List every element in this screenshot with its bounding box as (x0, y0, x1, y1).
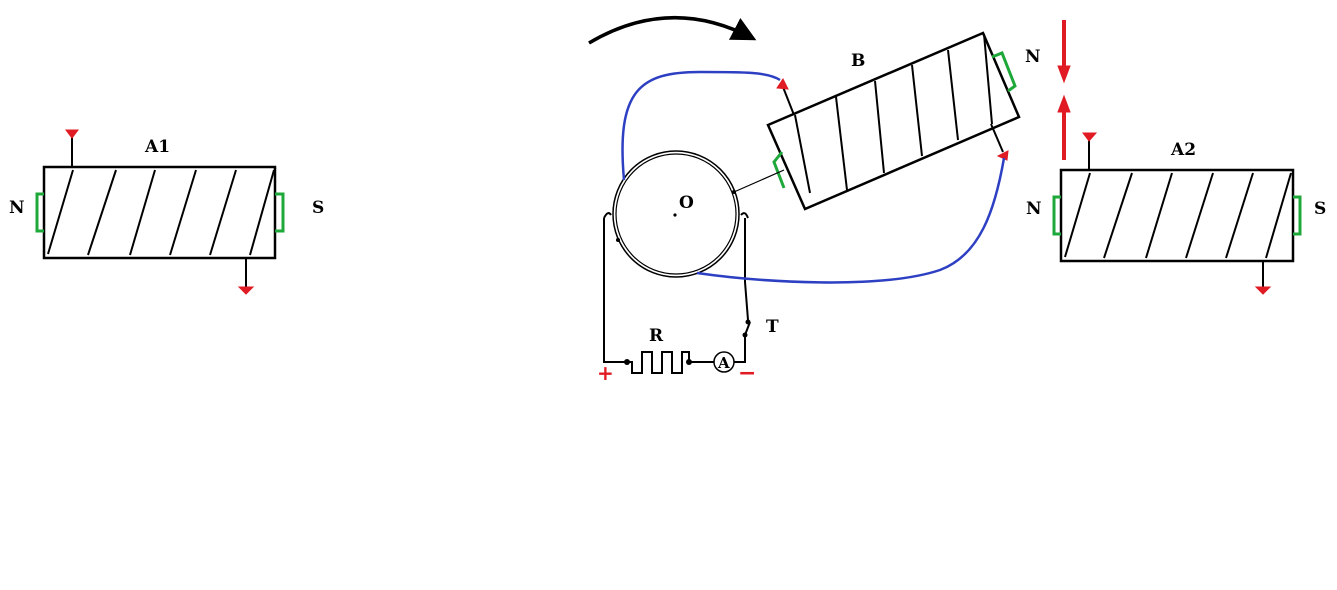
left-brush (603, 212, 612, 219)
ammeter: A (713, 351, 735, 373)
coil-a1-input-arrow-icon (65, 129, 79, 139)
coil-a2-output-arrow-icon (1254, 286, 1272, 295)
coil-a2-right-pole-label: S (1314, 199, 1326, 219)
plus-terminal: + (597, 361, 614, 385)
coil-b-return-arrow-icon (996, 150, 1009, 161)
coil-b-windings (794, 33, 993, 194)
coil-b-lead-arrow-icon (776, 78, 789, 90)
coil-a1-right-pole-plate (275, 192, 285, 233)
force-up-arrow-icon (1057, 94, 1071, 113)
resistor-symbol (627, 351, 690, 374)
center-label: O (679, 193, 694, 213)
resistor-label: R (649, 326, 664, 346)
coil-a2-input-arrow-icon (1082, 132, 1098, 142)
rotation-arrow-icon (588, 16, 757, 45)
circuit (603, 218, 751, 374)
coil-a1-output-arrow-icon (237, 286, 255, 295)
coil-a2: A2 N S (1026, 132, 1326, 295)
ammeter-label: A (717, 354, 730, 372)
blue-wire-top (621, 70, 781, 181)
force-down-arrow-icon (1057, 65, 1071, 84)
coil-a1-right-pole-label: S (312, 198, 324, 218)
force-arrows (1057, 20, 1071, 160)
coil-a1: A1 N S (9, 129, 324, 295)
minus-terminal: − (738, 361, 756, 386)
switch-label: T (766, 317, 779, 337)
coil-b-rod (733, 169, 785, 193)
coil-a2-left-pole-label: N (1026, 199, 1042, 219)
coil-a1-windings (47, 169, 275, 256)
coil-b-inner-pole-plate (772, 151, 786, 189)
coil-b: B N (733, 31, 1041, 211)
coil-a2-windings (1064, 172, 1292, 259)
coil-a1-left-pole-plate (35, 192, 44, 233)
coil-a2-right-pole-plate (1293, 195, 1302, 236)
coil-a2-left-pole-plate (1052, 195, 1061, 236)
rotor-disc: O (603, 150, 749, 278)
coil-b-label: B (851, 51, 865, 71)
right-brush (740, 212, 749, 219)
coil-a2-label: A2 (1170, 140, 1196, 160)
coil-b-outer-pole-plate (991, 51, 1017, 93)
coil-b-pole-label: N (1025, 47, 1041, 67)
coil-a1-left-pole-label: N (9, 198, 25, 218)
center-point (673, 213, 677, 217)
blue-wire-bottom (696, 157, 1006, 284)
coil-a1-label: A1 (144, 137, 170, 157)
